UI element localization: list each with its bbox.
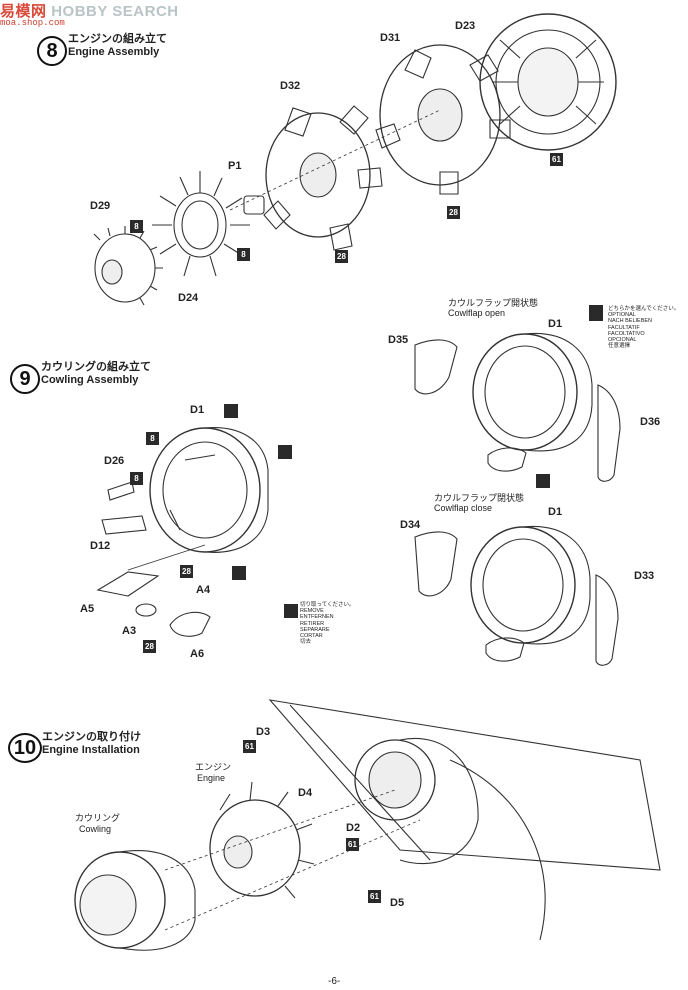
cowlflap-open-drawing bbox=[414, 332, 621, 482]
part-d26-label: D26 bbox=[104, 455, 125, 467]
part-d29-label: D29 bbox=[90, 200, 111, 212]
step-9-title-en: Cowling Assembly bbox=[41, 374, 139, 386]
cowlflap-close-jp: カウルフラップ閉状態 bbox=[434, 493, 525, 503]
paint-tag-8: 8 bbox=[146, 432, 159, 445]
part-d5-label: D5 bbox=[390, 897, 405, 909]
paint-tag-28: 28 bbox=[447, 206, 460, 219]
d1-cowling bbox=[149, 427, 269, 553]
cut-icon bbox=[278, 445, 292, 459]
optional-note: どちらかを選んでください。 OPTIONAL NACH BELIEBEN FAC… bbox=[608, 306, 680, 350]
paint-tag-28: 28 bbox=[180, 565, 193, 578]
part-d12-label: D12 bbox=[90, 540, 111, 552]
part-a3-label: A3 bbox=[122, 625, 137, 637]
part-d1-label: D1 bbox=[548, 318, 563, 330]
part-d4-label: D4 bbox=[298, 787, 313, 799]
watermark-url: moa.shop.com bbox=[0, 18, 65, 28]
d32-front-cylinder-bank bbox=[263, 105, 383, 251]
d24-ignition-harness bbox=[152, 171, 250, 277]
paint-tag-61: 61 bbox=[346, 838, 359, 851]
engine-label-jp: エンジン bbox=[195, 762, 232, 772]
step-8-title-jp: エンジンの組み立て bbox=[68, 33, 167, 45]
part-d23-label: D23 bbox=[455, 20, 476, 32]
part-d33-label: D33 bbox=[634, 570, 655, 582]
watermark-logo: 易模网 HOBBY SEARCH bbox=[0, 3, 179, 20]
step-8-title-en: Engine Assembly bbox=[68, 46, 160, 58]
part-d36-label: D36 bbox=[640, 416, 661, 428]
fuselage-engine-mount bbox=[354, 738, 479, 865]
optional-icon bbox=[589, 305, 603, 321]
cowling-label-jp: カウリング bbox=[75, 813, 121, 823]
part-a4-label: A4 bbox=[196, 584, 211, 596]
part-p1-label: P1 bbox=[228, 160, 242, 172]
step-10-number: 10 bbox=[8, 733, 42, 763]
cowling-assembly bbox=[74, 850, 196, 951]
page-number: -6- bbox=[328, 976, 341, 987]
d29-gear-cover bbox=[93, 226, 163, 306]
paint-tag-61: 61 bbox=[550, 153, 563, 166]
p1-shaft bbox=[229, 109, 441, 215]
airframe-wing bbox=[268, 699, 661, 941]
paint-tag-8: 8 bbox=[237, 248, 250, 261]
step-8-number: 8 bbox=[37, 36, 67, 66]
cowlflap-open-en: Cowlflap open bbox=[448, 308, 506, 318]
paint-tag-61: 61 bbox=[368, 890, 381, 903]
a-parts bbox=[96, 544, 211, 637]
paint-tag-8: 8 bbox=[130, 220, 143, 233]
engine-assembly bbox=[209, 781, 315, 899]
cowlflap-close-en: Cowlflap close bbox=[434, 503, 493, 513]
paint-tag-8: 8 bbox=[130, 472, 143, 485]
remove-note: 切り取ってください。 REMOVE ENTFERNEN RETIRER SEPA… bbox=[300, 602, 355, 646]
part-a5-label: A5 bbox=[80, 603, 95, 615]
part-d24-label: D24 bbox=[178, 292, 199, 304]
part-d31-label: D31 bbox=[380, 32, 401, 44]
paint-tag-61: 61 bbox=[243, 740, 256, 753]
paint-tag-28: 28 bbox=[335, 250, 348, 263]
cut-icon bbox=[232, 566, 246, 580]
part-d1-label: D1 bbox=[190, 404, 205, 416]
step-9-number: 9 bbox=[10, 364, 40, 394]
part-d35-label: D35 bbox=[388, 334, 409, 346]
cowling-label-en: Cowling bbox=[79, 824, 112, 834]
d26-flap bbox=[101, 481, 147, 535]
part-d32-label: D32 bbox=[280, 80, 301, 92]
d23-engine-ring bbox=[479, 13, 617, 151]
part-d3-label: D3 bbox=[256, 726, 271, 738]
swap-arrows-icon bbox=[536, 474, 550, 488]
part-a6-label: A6 bbox=[190, 648, 205, 660]
part-d34-label: D34 bbox=[400, 519, 421, 531]
part-d1-label: D1 bbox=[548, 506, 563, 518]
step-10-title-en: Engine Installation bbox=[42, 744, 140, 756]
d31-rear-cylinder-bank bbox=[375, 44, 511, 195]
cowlflap-open-jp: カウルフラップ開状態 bbox=[448, 298, 539, 308]
part-d2-label: D2 bbox=[346, 822, 361, 834]
step-10-title-jp: エンジンの取り付け bbox=[42, 731, 141, 743]
paint-tag-28: 28 bbox=[143, 640, 156, 653]
step-9-title-jp: カウリングの組み立て bbox=[41, 361, 151, 373]
cut-icon bbox=[224, 404, 238, 418]
cowlflap-close-drawing bbox=[414, 525, 619, 666]
remove-icon bbox=[284, 604, 298, 618]
engine-label-en: Engine bbox=[197, 773, 226, 783]
